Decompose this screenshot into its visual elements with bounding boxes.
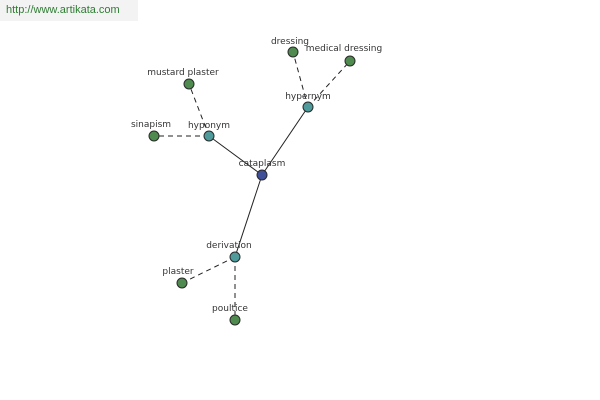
- edge-cataplasm-hyponym: [208, 135, 263, 176]
- node-sinapism[interactable]: sinapism: [131, 120, 171, 142]
- node-hyponym[interactable]: hyponym: [188, 121, 230, 142]
- node-label: hypernym: [285, 92, 331, 102]
- node-marker[interactable]: [256, 169, 268, 181]
- node-label: sinapism: [131, 120, 171, 130]
- node-label: dressing: [271, 37, 309, 47]
- node-marker[interactable]: [302, 101, 314, 113]
- node-label: hyponym: [188, 121, 230, 131]
- edge-hyponym-mustard-plaster: [188, 83, 210, 137]
- node-mustard-plaster[interactable]: mustard plaster: [147, 68, 219, 90]
- node-marker[interactable]: [287, 46, 299, 58]
- edge-hypernym-medical-dressing: [307, 60, 351, 108]
- edge-cataplasm-derivation: [234, 174, 263, 258]
- node-marker[interactable]: [203, 130, 215, 142]
- node-medical-dressing[interactable]: medical dressing: [306, 44, 382, 67]
- node-poultice[interactable]: poultice: [212, 304, 248, 326]
- nodes-layer: cataplasm hyponym hypernym derivation mustar…: [131, 37, 382, 326]
- node-marker[interactable]: [183, 78, 195, 90]
- watermark-url: http://www.artikata.com: [0, 0, 138, 21]
- edge-derivation-plaster: [181, 256, 236, 284]
- node-dressing[interactable]: dressing: [271, 37, 309, 58]
- node-hypernym[interactable]: hypernym: [285, 92, 331, 113]
- node-marker[interactable]: [148, 130, 160, 142]
- node-label: poultice: [212, 304, 248, 314]
- edges-layer: [154, 51, 351, 320]
- node-label: mustard plaster: [147, 68, 219, 78]
- node-plaster[interactable]: plaster: [162, 267, 194, 289]
- node-marker[interactable]: [176, 277, 188, 289]
- edge-cataplasm-hypernym: [261, 106, 309, 176]
- node-label: medical dressing: [306, 44, 382, 54]
- node-label: derivation: [206, 241, 252, 251]
- node-cataplasm[interactable]: cataplasm: [239, 159, 286, 181]
- node-label: plaster: [162, 267, 193, 277]
- edge-hypernym-dressing: [292, 51, 309, 108]
- node-marker[interactable]: [229, 314, 241, 326]
- node-marker[interactable]: [344, 55, 356, 67]
- node-marker[interactable]: [229, 251, 241, 263]
- node-derivation[interactable]: derivation: [206, 241, 252, 263]
- node-label: cataplasm: [239, 159, 286, 169]
